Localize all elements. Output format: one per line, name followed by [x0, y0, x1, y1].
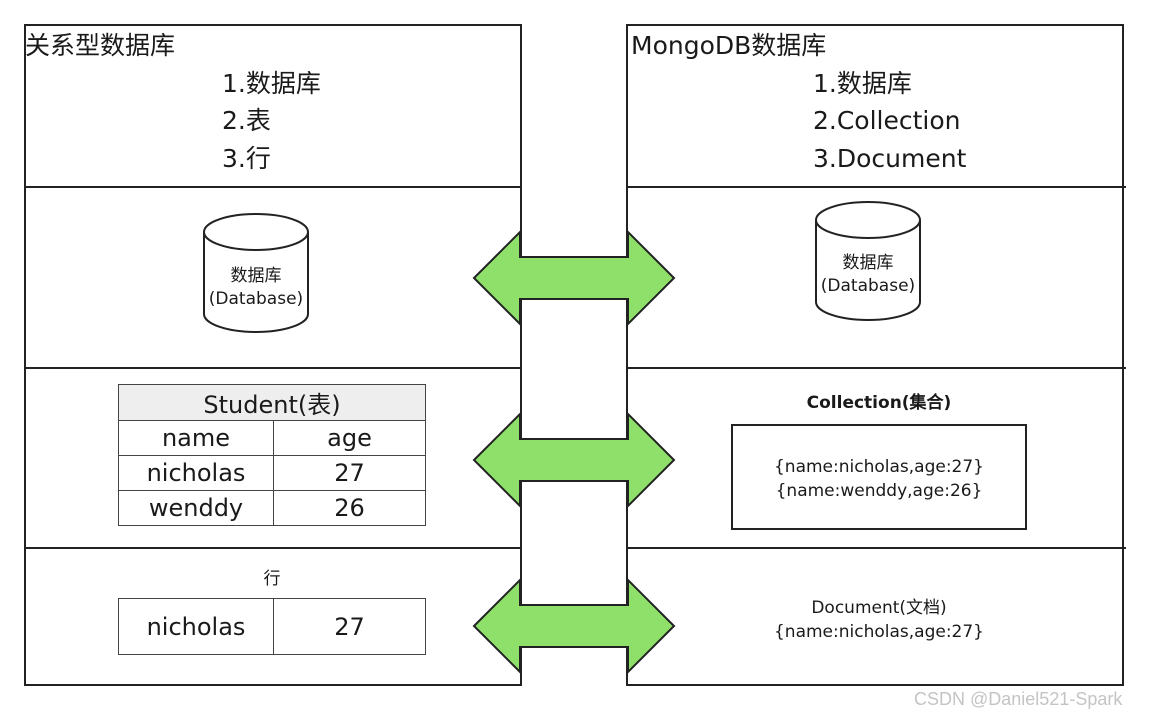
- document-label: Document(文档): [811, 598, 947, 618]
- left-item-1: 1.数据库: [222, 69, 321, 98]
- left-db-label: 数据库: [230, 266, 282, 286]
- watermark: CSDN @Daniel521-Spark: [914, 689, 1123, 709]
- student-table: Student(表) name age nicholas 27 wenddy 2…: [118, 384, 426, 526]
- relational-db-panel: [24, 24, 522, 686]
- right-db-label: 数据库: [842, 253, 894, 273]
- document-value: {name:nicholas,age:27}: [773, 622, 985, 642]
- right-item-2: 2.Collection: [813, 106, 961, 135]
- table-cell: nicholas: [118, 455, 274, 491]
- left-item-2: 2.表: [222, 106, 271, 135]
- left-title: 关系型数据库: [25, 31, 176, 60]
- right-item-3: 3.Document: [813, 144, 967, 173]
- right-title: MongoDB数据库: [631, 31, 827, 60]
- right-divider-1: [626, 186, 1126, 188]
- right-divider-2: [626, 367, 1126, 369]
- collection-doc: {name:nicholas,age:27}: [773, 457, 985, 477]
- table-cell: 26: [273, 490, 426, 526]
- table-header-cell: age: [273, 420, 426, 456]
- table-row: wenddy 26: [118, 490, 426, 526]
- row-label: 行: [263, 569, 281, 589]
- table-cell: 27: [273, 598, 426, 655]
- collection-label: Collection(集合): [806, 393, 952, 413]
- table-cell: nicholas: [118, 598, 274, 655]
- row-table: nicholas 27: [118, 598, 426, 655]
- right-item-1: 1.数据库: [813, 69, 912, 98]
- mongodb-panel: [626, 24, 1124, 686]
- collection-box: [731, 424, 1027, 530]
- right-divider-3: [626, 547, 1126, 549]
- table-header-row: name age: [118, 420, 426, 456]
- table-cell: 27: [273, 455, 426, 491]
- database-cylinder-icon: [203, 213, 309, 333]
- table-cell: wenddy: [118, 490, 274, 526]
- left-divider-1: [24, 186, 522, 188]
- table-row: nicholas 27: [118, 455, 426, 491]
- table-row: nicholas 27: [118, 598, 426, 655]
- double-arrow-icon: [472, 578, 676, 674]
- table-header-cell: name: [118, 420, 274, 456]
- double-arrow-icon: [472, 412, 676, 508]
- table-caption: Student(表): [118, 384, 426, 421]
- left-divider-3: [24, 547, 522, 549]
- double-arrow-icon: [472, 230, 676, 326]
- left-divider-2: [24, 367, 522, 369]
- left-db-sublabel: (Database): [208, 289, 304, 309]
- database-cylinder-icon: [815, 201, 921, 321]
- left-item-3: 3.行: [222, 144, 271, 173]
- right-db-sublabel: (Database): [820, 276, 916, 296]
- collection-doc: {name:wenddy,age:26}: [775, 481, 983, 501]
